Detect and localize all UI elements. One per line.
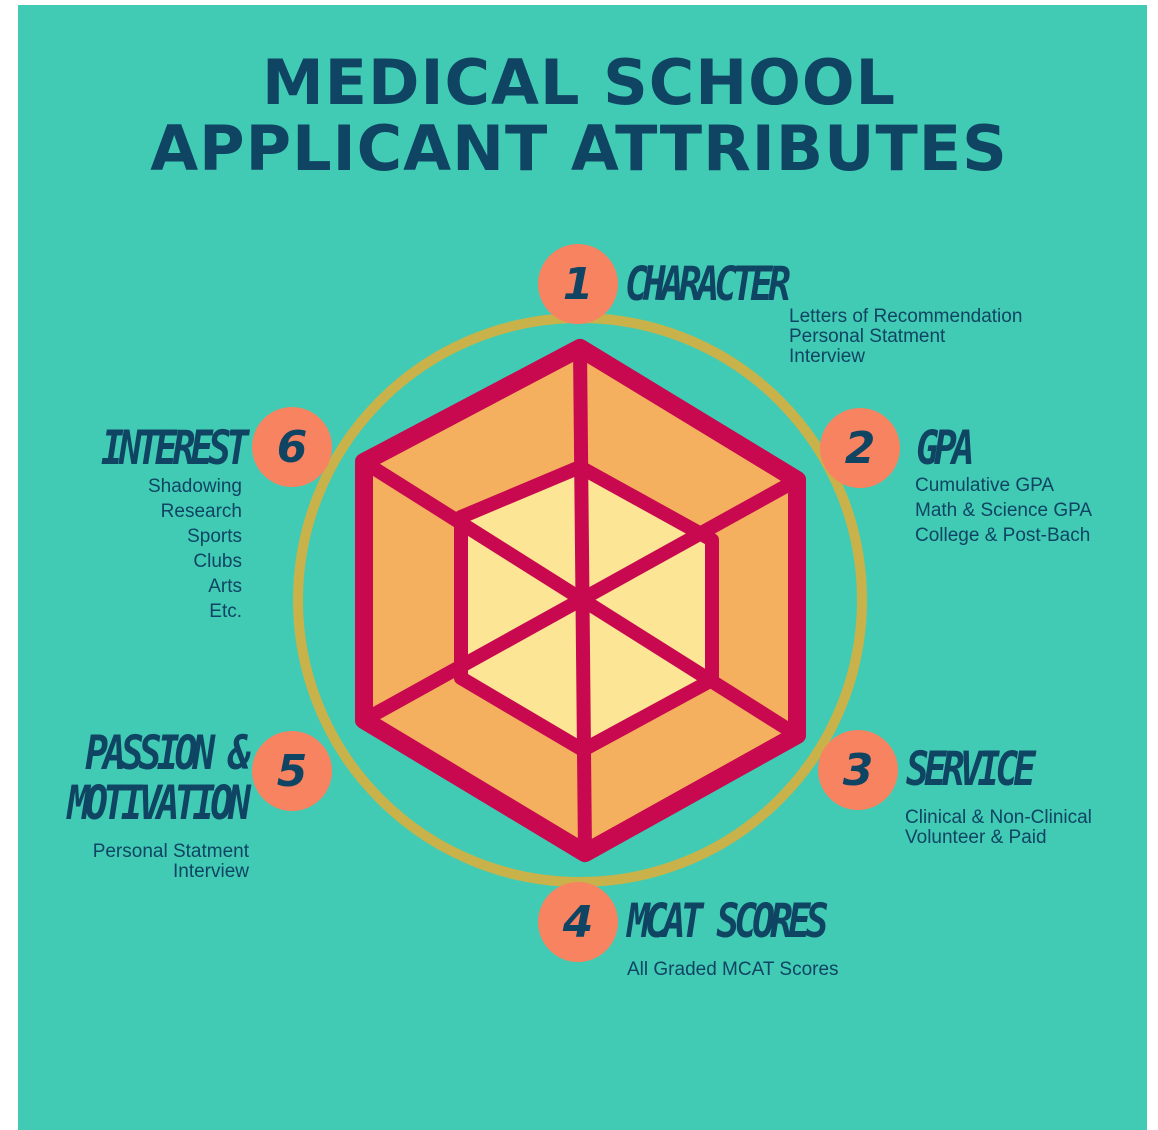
detail-item: Clinical & Non-Clinical: [905, 807, 1092, 828]
detail-item: Letters of Recommendation: [789, 306, 1023, 327]
heading-character: CHARACTER: [625, 256, 791, 312]
title-line-2: APPLICANT ATTRIBUTES: [150, 112, 1008, 185]
spoke-3: [357, 455, 804, 742]
detail-item: Interview: [172, 861, 249, 882]
detail-item: Interview: [789, 346, 866, 367]
detail-item: Personal Statment: [92, 841, 249, 862]
detail-item: Cumulative GPA: [915, 475, 1055, 496]
number-badge-5: 5: [252, 731, 332, 811]
number-badge-3: 3: [818, 730, 898, 810]
number-badge-4: 4: [538, 882, 618, 962]
heading-passion-motivation: PASSION & MOTIVATION: [67, 725, 251, 831]
detail-item: Clubs: [193, 551, 242, 572]
detail-item: Arts: [208, 576, 242, 597]
details-interest: Shadowing Research Sports Clubs Arts Etc…: [148, 474, 242, 624]
details-passion-motivation: Personal Statment Interview: [93, 842, 249, 882]
detail-item: Research: [160, 501, 242, 522]
details-mcat-scores: All Graded MCAT Scores: [627, 960, 839, 980]
number-badge-2: 2: [820, 408, 900, 488]
detail-item: All Graded MCAT Scores: [627, 959, 839, 980]
detail-item: Shadowing: [147, 476, 242, 497]
heading-gpa: GPA: [916, 420, 975, 476]
heading-line: PASSION &: [85, 725, 251, 781]
heading-line: MOTIVATION: [67, 775, 251, 831]
outer-hexagon-border: [355, 339, 806, 862]
details-character: Letters of Recommendation Personal Statm…: [789, 307, 1022, 367]
heading-mcat-scores: MCAT SCORES: [627, 893, 829, 949]
number-badge-1: 1: [538, 244, 618, 324]
heading-service: SERVICE: [906, 741, 1036, 797]
details-service: Clinical & Non-Clinical Volunteer & Paid: [905, 808, 1092, 848]
detail-item: Personal Statment: [789, 326, 946, 347]
detail-item: Math & Science GPA: [915, 500, 1093, 521]
detail-item: College & Post-Bach: [915, 525, 1091, 546]
detail-item: Volunteer & Paid: [905, 827, 1047, 848]
detail-item: Sports: [187, 526, 242, 547]
title-line-1: MEDICAL SCHOOL: [261, 46, 897, 119]
heading-interest: INTEREST: [100, 420, 249, 476]
details-gpa: Cumulative GPA Math & Science GPA Colleg…: [915, 473, 1092, 548]
number-badge-6: 6: [252, 407, 332, 487]
detail-item: Etc.: [209, 601, 242, 622]
